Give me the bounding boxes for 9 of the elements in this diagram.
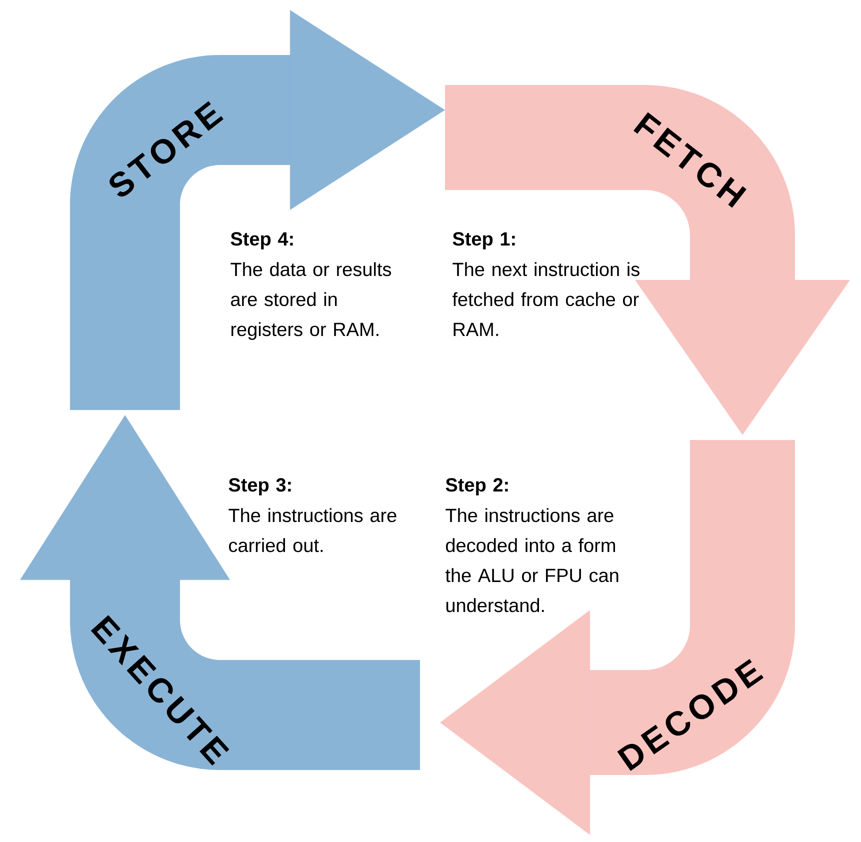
step-heading: Step 2: bbox=[446, 478, 508, 496]
step-description: The instructions are carried out. bbox=[228, 508, 396, 552]
arrow-head bbox=[290, 10, 445, 210]
step-heading: Step 1: bbox=[452, 232, 515, 250]
step-heading: Step 4: bbox=[230, 232, 293, 250]
arrow-head bbox=[635, 280, 850, 435]
arrow-head bbox=[20, 415, 230, 580]
arrow-head bbox=[440, 610, 590, 835]
step-heading: Step 3: bbox=[228, 478, 291, 496]
